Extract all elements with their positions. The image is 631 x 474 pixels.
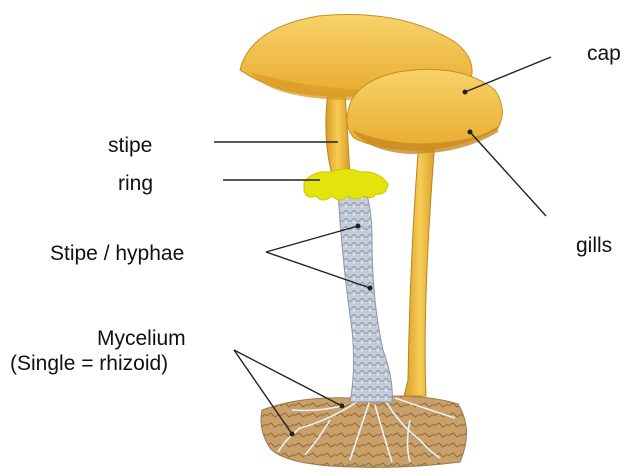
gills-pointer-dot [468, 130, 473, 135]
ring [304, 169, 388, 200]
label-gills: gills [576, 234, 612, 258]
label-stipe: stipe [108, 134, 152, 158]
mycelium-pointer-dot-a [340, 404, 345, 409]
hyphae-pointer-dot-b [368, 286, 373, 291]
label-mycelium-note: (Single = rhizoid) [10, 352, 168, 376]
label-ring: ring [118, 172, 153, 196]
label-mycelium: Mycelium [97, 327, 186, 351]
right-stipe [404, 128, 436, 396]
label-cap: cap [587, 42, 621, 66]
mycelium-pointer-dot-b [290, 432, 295, 437]
label-stipe-hyphae: Stipe / hyphae [50, 242, 184, 266]
gills-line-a [470, 132, 546, 216]
mycelium-line-a [234, 350, 342, 406]
left-stipe [326, 92, 350, 178]
cap-line [465, 57, 551, 92]
hyphae-pointer-dot-a [356, 224, 361, 229]
hyphae-stipe [338, 192, 392, 402]
cap-pointer-dot [463, 90, 468, 95]
